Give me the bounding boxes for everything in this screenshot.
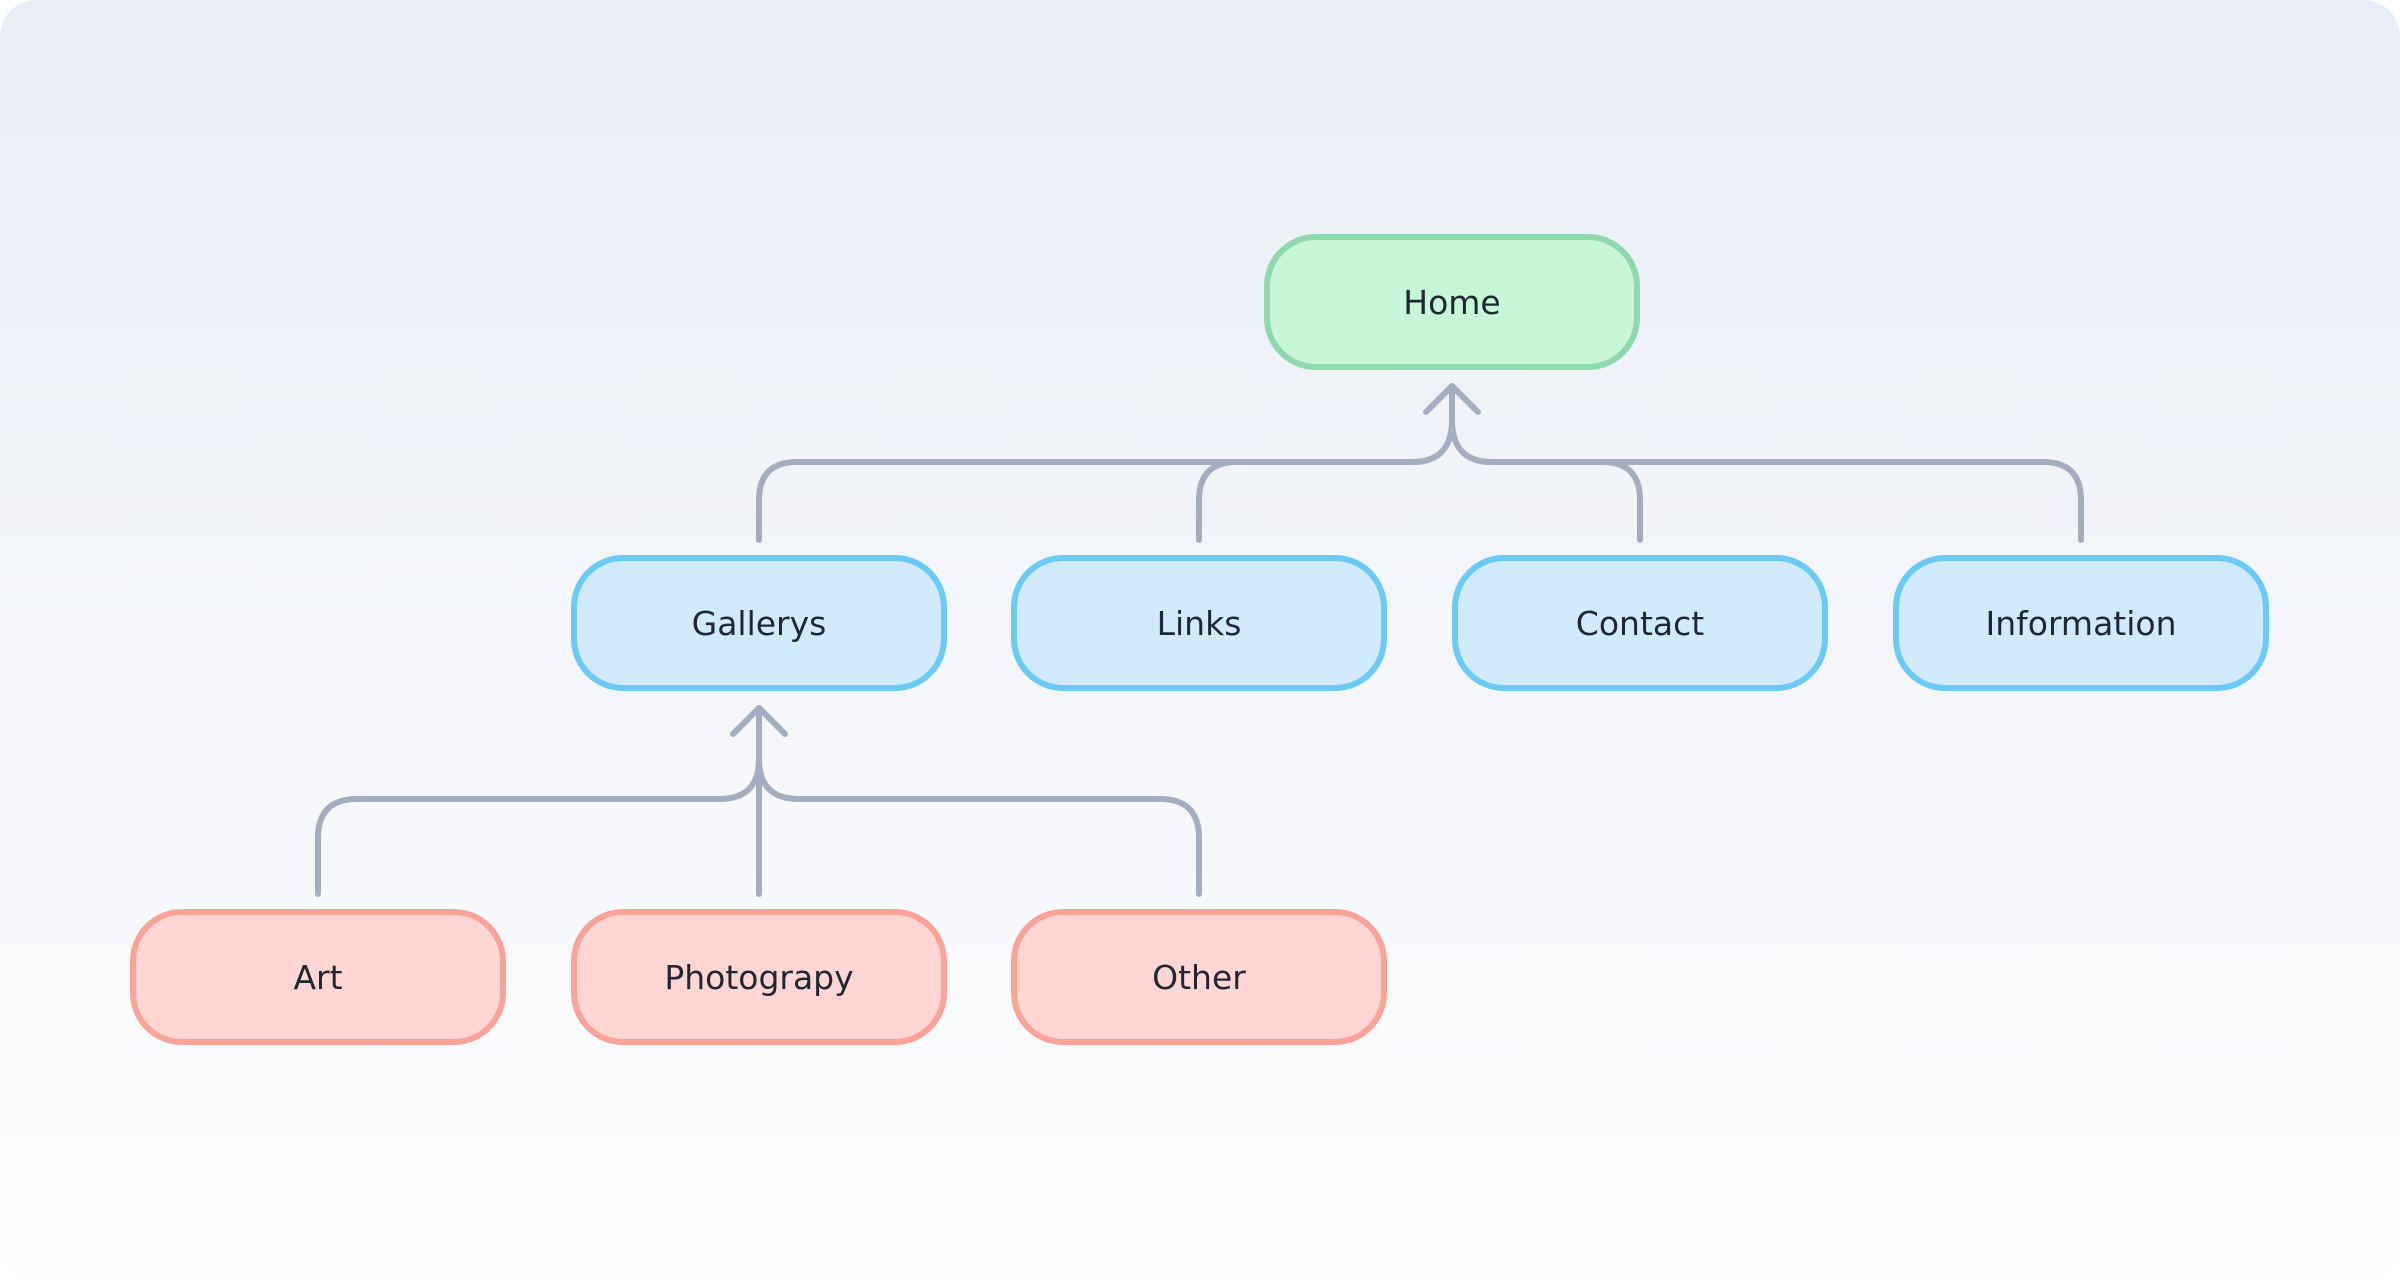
arrowhead-gallerys-icon (730, 705, 788, 737)
node-contact-label: Contact (1575, 603, 1705, 643)
edge-art-to-gallerys (315, 705, 762, 897)
node-contact[interactable]: Contact (1452, 555, 1828, 691)
edge-links-to-home (1196, 459, 1240, 543)
node-photograpy[interactable]: Photograpy (571, 909, 947, 1045)
node-gallerys-label: Gallerys (691, 603, 827, 643)
node-links[interactable]: Links (1011, 555, 1387, 691)
node-gallerys[interactable]: Gallerys (571, 555, 947, 691)
node-other[interactable]: Other (1011, 909, 1387, 1045)
node-photograpy-label: Photograpy (664, 957, 854, 997)
edge-information-to-home (1449, 417, 2084, 543)
node-information-label: Information (1985, 603, 2177, 643)
node-links-label: Links (1156, 603, 1242, 643)
node-art[interactable]: Art (130, 909, 506, 1045)
edge-other-to-gallerys (756, 756, 1202, 897)
arrowhead-home-icon (1423, 383, 1481, 415)
node-other-label: Other (1152, 957, 1246, 997)
node-home[interactable]: Home (1264, 234, 1640, 370)
node-home-label: Home (1403, 282, 1501, 322)
edge-contact-to-home (1599, 459, 1643, 543)
node-information[interactable]: Information (1893, 555, 2269, 691)
node-art-label: Art (293, 957, 343, 997)
edge-gallerys-to-home (756, 385, 1455, 543)
